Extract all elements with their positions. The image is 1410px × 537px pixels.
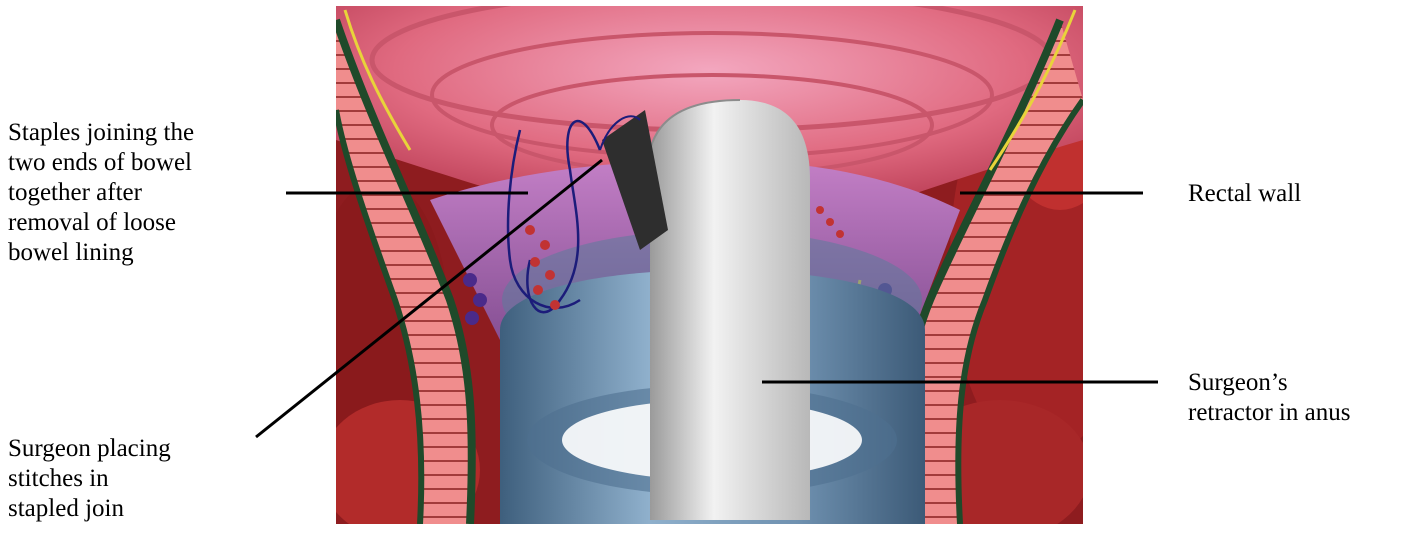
label-line: two ends of bowel bbox=[8, 148, 194, 178]
label-line: retractor in anus bbox=[1188, 398, 1350, 428]
label-line: removal of loose bbox=[8, 208, 194, 238]
label-line: stitches in bbox=[8, 464, 171, 494]
label-line: Staples joining the bbox=[8, 118, 194, 148]
label-line: bowel lining bbox=[8, 238, 194, 268]
label-line: stapled join bbox=[8, 494, 171, 524]
label-staples: Staples joining the two ends of bowel to… bbox=[8, 118, 194, 268]
label-stitches: Surgeon placing stitches in stapled join bbox=[8, 434, 171, 524]
label-line: Rectal wall bbox=[1188, 179, 1301, 209]
label-line: Surgeon placing bbox=[8, 434, 171, 464]
retractor-blade bbox=[650, 100, 810, 520]
label-retractor: Surgeon’s retractor in anus bbox=[1188, 368, 1350, 428]
illustration-frame bbox=[310, 0, 1130, 537]
label-line: Surgeon’s bbox=[1188, 368, 1350, 398]
label-rectal-wall: Rectal wall bbox=[1188, 179, 1301, 209]
label-line: together after bbox=[8, 178, 194, 208]
